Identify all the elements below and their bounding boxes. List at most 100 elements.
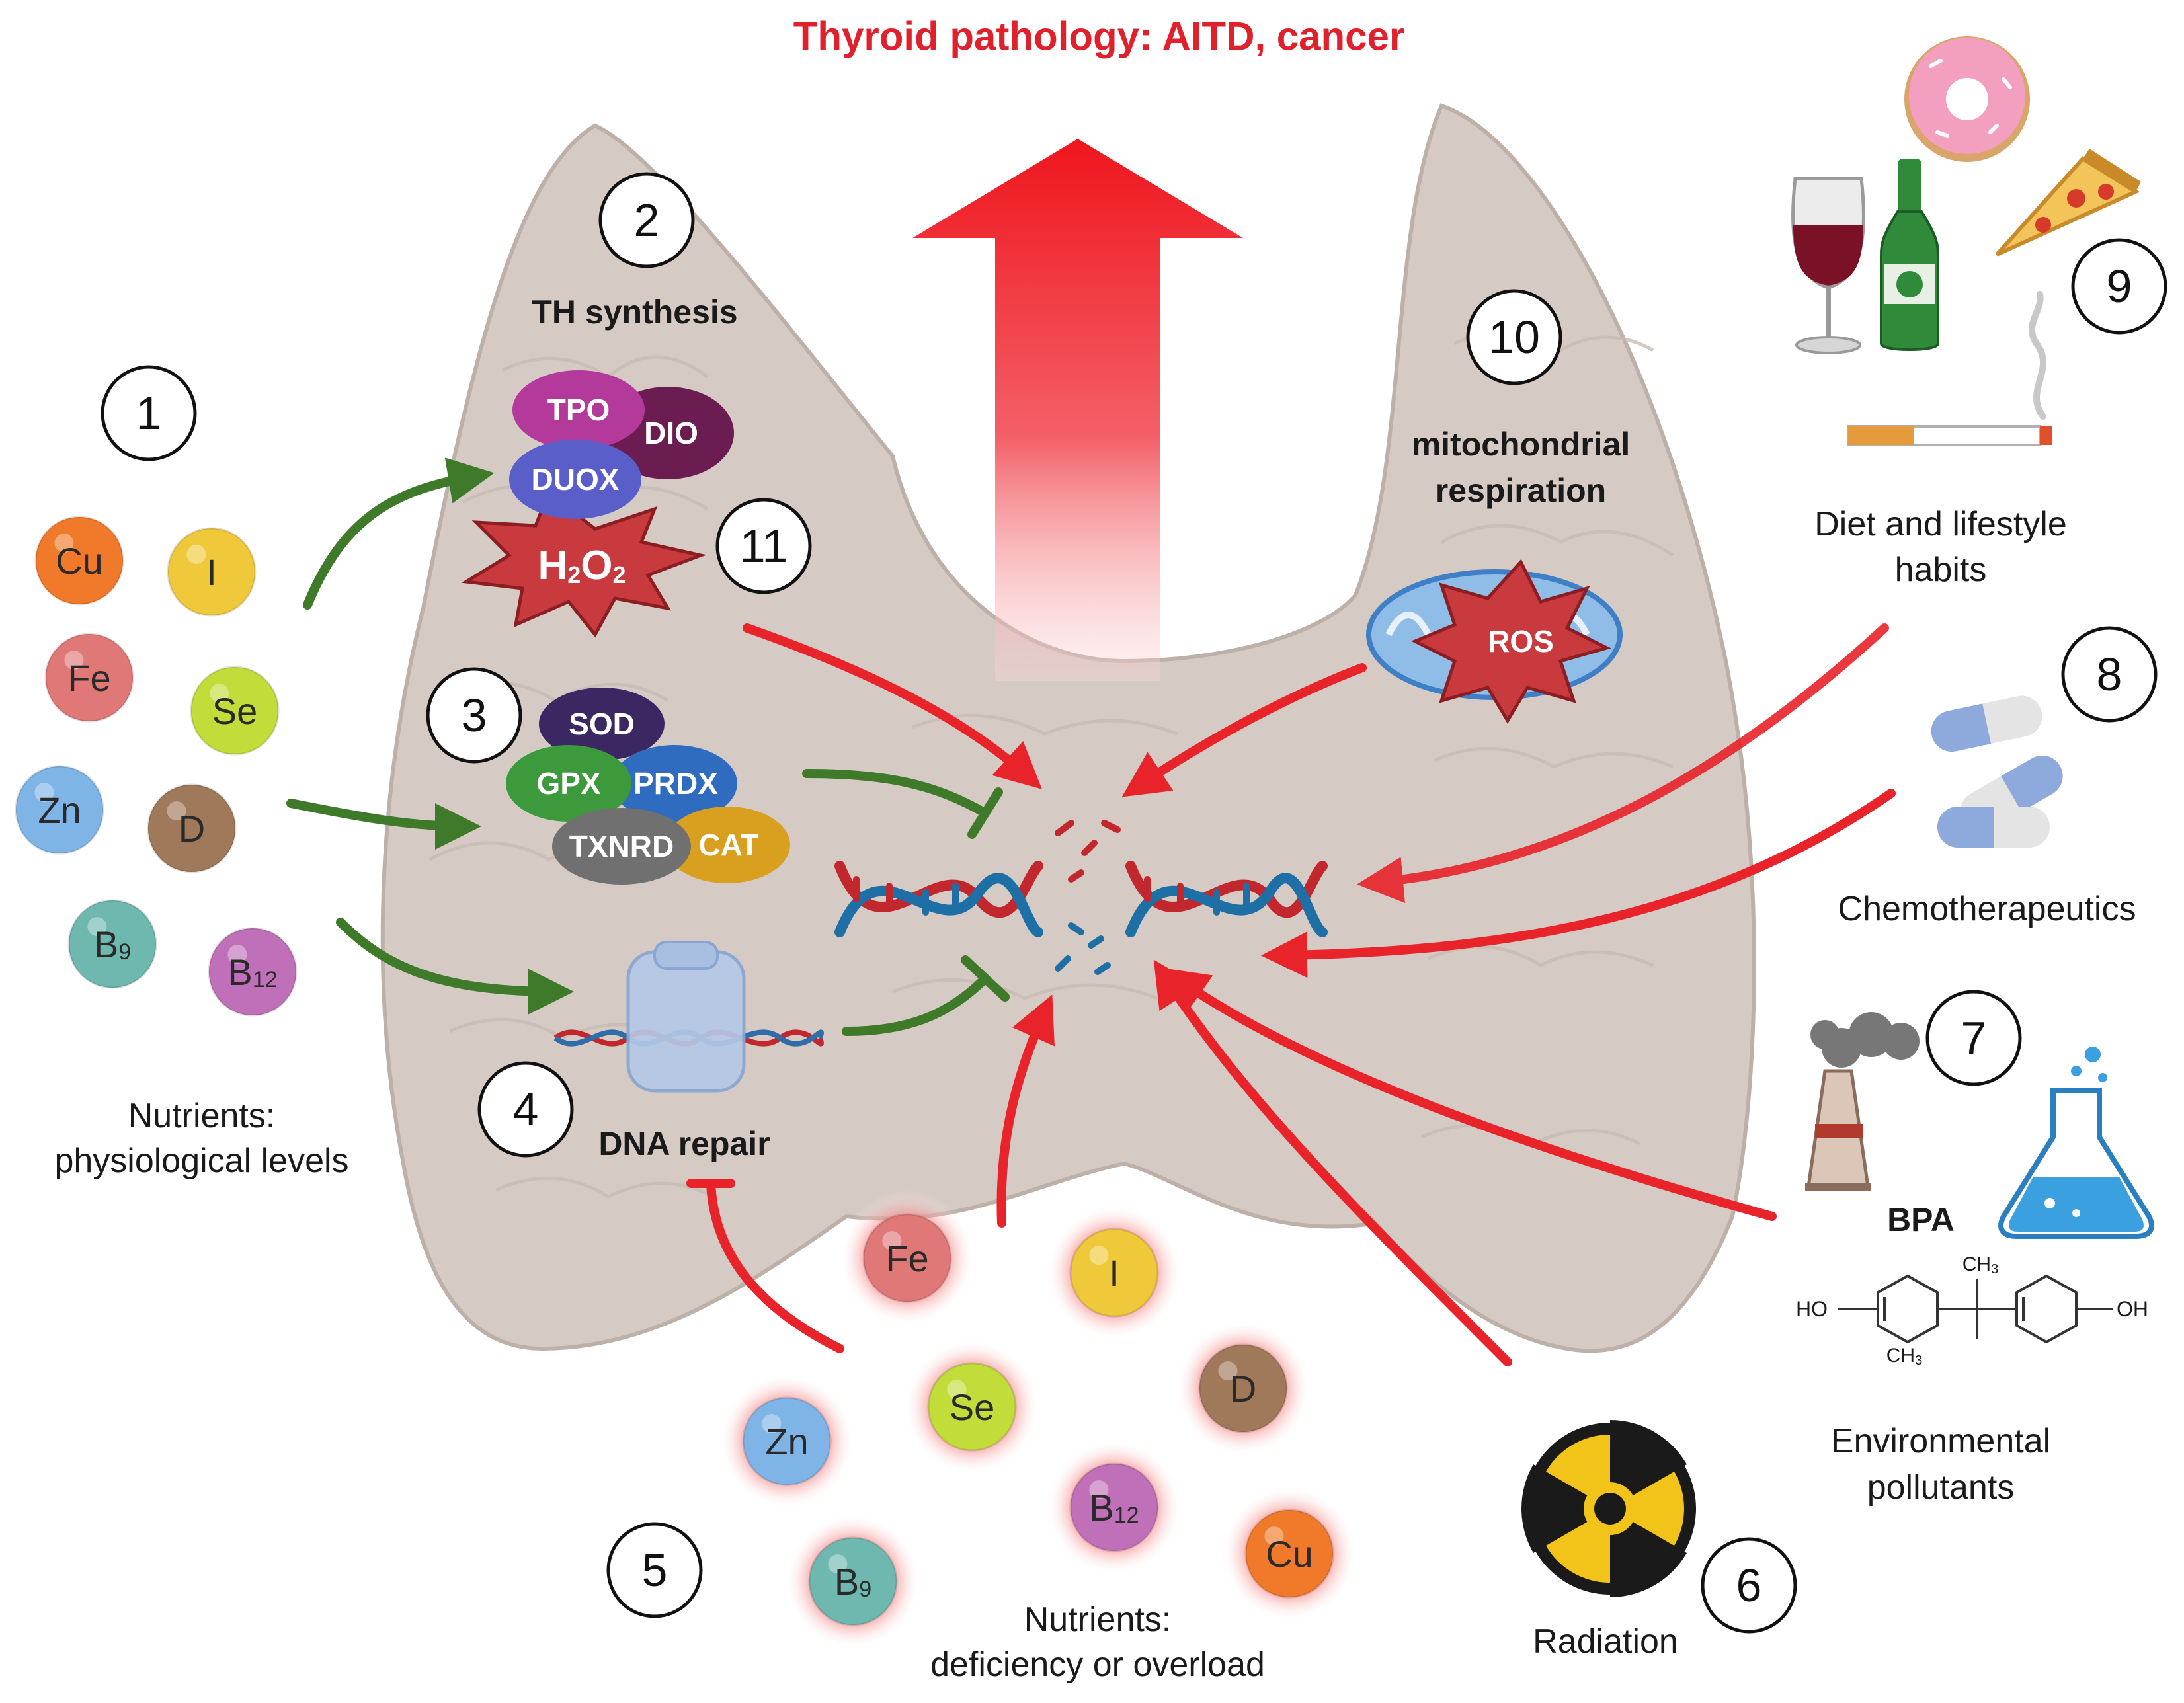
- svg-text:PRDX: PRDX: [633, 766, 718, 801]
- chemo-label: Chemotherapeutics: [1838, 890, 2136, 928]
- svg-text:Se: Se: [950, 1386, 995, 1428]
- wine-glass-icon: [1791, 177, 1865, 354]
- nutrient-d: D: [1175, 1320, 1311, 1456]
- svg-text:Zn: Zn: [765, 1421, 808, 1462]
- svg-text:I: I: [1109, 1252, 1119, 1294]
- step-number-11: 11: [715, 498, 812, 594]
- mito-label-line1: mitochondrial: [1412, 426, 1631, 463]
- bpa-ch3-bottom: CH3: [1886, 1345, 1922, 1368]
- svg-text:D: D: [1230, 1368, 1256, 1409]
- nutrient-fe: Fe: [44, 633, 134, 723]
- svg-text:B9: B9: [94, 924, 131, 965]
- svg-text:2: 2: [634, 194, 660, 246]
- svg-text:7: 7: [1961, 1012, 1987, 1064]
- cigarette-icon: [1847, 291, 2052, 446]
- svg-text:DIO: DIO: [644, 416, 698, 450]
- nutrient-b12: B12: [1046, 1439, 1182, 1575]
- diet-label-1: Diet and lifestyle: [1814, 505, 2067, 543]
- svg-text:B12: B12: [227, 951, 277, 993]
- green-arrow-to-th-synthesis: [303, 457, 495, 610]
- dna-helix-damaged: [834, 820, 1328, 975]
- green-arrow-to-dna-repair: [336, 918, 574, 1015]
- svg-text:B9: B9: [834, 1561, 871, 1603]
- svg-text:GPX: GPX: [536, 766, 600, 801]
- step-number-7: 7: [1925, 990, 2022, 1086]
- svg-text:Fe: Fe: [885, 1238, 928, 1279]
- step-number-6: 6: [1701, 1537, 1797, 1634]
- dna-repair-complex: [553, 941, 824, 1093]
- green-arrow-to-antioxidants: [286, 799, 481, 850]
- ros-burst: ROS: [1410, 559, 1611, 724]
- svg-text:4: 4: [513, 1084, 539, 1135]
- bpa-ho: HO: [1796, 1297, 1828, 1321]
- enzyme-cat: CAT: [665, 807, 790, 883]
- h2o2-burst: H2O2: [461, 489, 707, 638]
- green-promote-arrows: [286, 457, 574, 1015]
- flask-icon: [1998, 1047, 2154, 1239]
- env-label-2: pollutants: [1867, 1468, 2015, 1507]
- nutrient-b12: B12: [208, 927, 298, 1017]
- svg-text:9: 9: [2107, 260, 2132, 312]
- nutrients-phys-label-2: physiological levels: [54, 1142, 348, 1180]
- enzyme-prdx: PRDX: [612, 745, 737, 822]
- red-arrow-radiation: [1153, 959, 1512, 1366]
- svg-text:8: 8: [2097, 649, 2123, 700]
- nutrient-b9: B9: [67, 899, 157, 989]
- step-number-3: 3: [426, 667, 522, 764]
- enzyme-gpx: GPX: [506, 745, 631, 822]
- red-damage-arrows: [686, 623, 1896, 1366]
- factory-icon: [1805, 1012, 1920, 1191]
- bpa-oh: OH: [2117, 1297, 2148, 1321]
- nutrients-def-label-1: Nutrients:: [1024, 1601, 1172, 1639]
- svg-text:TXNRD: TXNRD: [569, 829, 674, 863]
- nutrients-phys-label-1: Nutrients:: [128, 1097, 276, 1135]
- svg-text:1: 1: [136, 387, 162, 439]
- step-number-8: 8: [2061, 626, 2158, 723]
- svg-text:I: I: [206, 551, 217, 593]
- svg-text:6: 6: [1736, 1560, 1762, 1611]
- svg-text:TPO: TPO: [547, 393, 610, 427]
- bpa-ch3-top: CH3: [1962, 1253, 1998, 1277]
- bpa-label: BPA: [1887, 1201, 1955, 1238]
- svg-text:Cu: Cu: [56, 540, 103, 582]
- diet-label-2: habits: [1895, 551, 1987, 589]
- red-arrow-chemo: [1261, 789, 1896, 978]
- svg-text:Zn: Zn: [38, 789, 81, 831]
- radiation-icon: [1521, 1420, 1696, 1597]
- red-arrow-h2o2: [743, 623, 1042, 789]
- nutrient-cu: Cu: [1221, 1485, 1357, 1622]
- step-number-2: 2: [598, 172, 695, 268]
- step-number-9: 9: [2071, 238, 2167, 335]
- enzyme-duox: DUOX: [509, 440, 641, 519]
- ros-label: ROS: [1488, 624, 1554, 658]
- enzyme-txnrd: TXNRD: [552, 808, 691, 885]
- nutrient-i: I: [167, 527, 257, 617]
- nutrient-b9: B9: [785, 1513, 921, 1649]
- svg-text:SOD: SOD: [569, 707, 635, 741]
- radiation-label: Radiation: [1533, 1622, 1678, 1661]
- green-inhibit-lines: [802, 769, 1010, 1036]
- red-arrow-nutrients-imbalance: [996, 994, 1055, 1228]
- red-arrow-diet: [1357, 623, 1889, 903]
- beer-bottle-icon: [1880, 159, 1939, 351]
- enzyme-tpo: TPO: [512, 370, 645, 450]
- step-number-5: 5: [606, 1522, 703, 1618]
- svg-text:3: 3: [462, 690, 487, 741]
- svg-text:Fe: Fe: [67, 657, 110, 699]
- step-number-4: 4: [477, 1061, 574, 1158]
- nutrient-fe: Fe: [839, 1190, 975, 1326]
- pathology-up-arrow: [912, 139, 1243, 681]
- diagram-title: Thyroid pathology: AITD, cancer: [793, 15, 1405, 59]
- svg-text:D: D: [179, 808, 205, 850]
- svg-text:Cu: Cu: [1266, 1533, 1313, 1575]
- svg-text:5: 5: [642, 1544, 668, 1596]
- donut-icon: [1904, 36, 2030, 162]
- nutrient-d: D: [147, 783, 237, 873]
- th-synthesis-label: TH synthesis: [532, 294, 737, 331]
- nutrient-se: Se: [190, 666, 280, 756]
- pizza-slice-icon: [1995, 149, 2141, 257]
- nutrient-cu: Cu: [34, 516, 124, 606]
- dna-repair-label: DNA repair: [598, 1125, 770, 1162]
- svg-text:DUOX: DUOX: [532, 462, 620, 496]
